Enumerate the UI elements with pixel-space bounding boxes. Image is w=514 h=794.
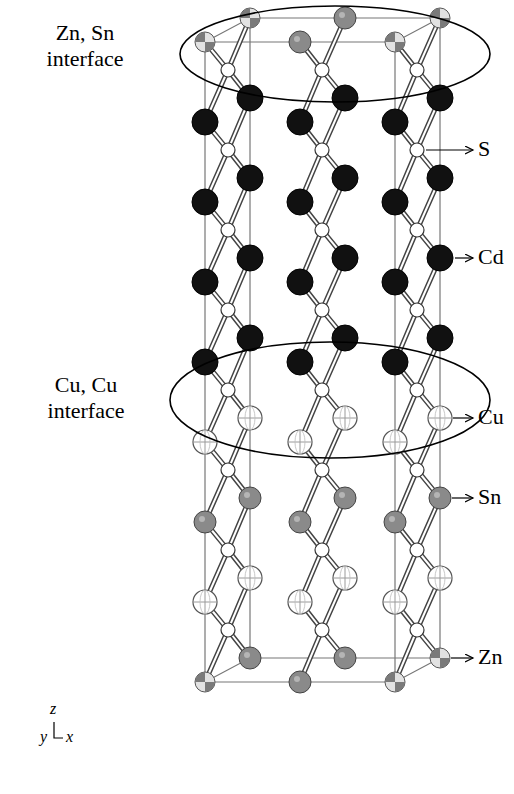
axis-corner (54, 722, 63, 738)
element-label: Cu (478, 404, 504, 430)
interface-label: Zn, Sn interface (26, 20, 144, 72)
axis-label: x (66, 728, 73, 746)
pointer-arrows (426, 150, 473, 658)
element-label: Sn (478, 484, 501, 510)
element-label: Zn (478, 644, 502, 670)
interface-ellipses (170, 6, 490, 458)
unit-cell-box (205, 18, 440, 682)
axis-label: y (40, 728, 47, 746)
element-label: Cd (478, 244, 504, 270)
axis-label: z (50, 700, 56, 718)
interface-label: Cu, Cu interface (22, 372, 150, 424)
element-label: S (478, 136, 490, 162)
